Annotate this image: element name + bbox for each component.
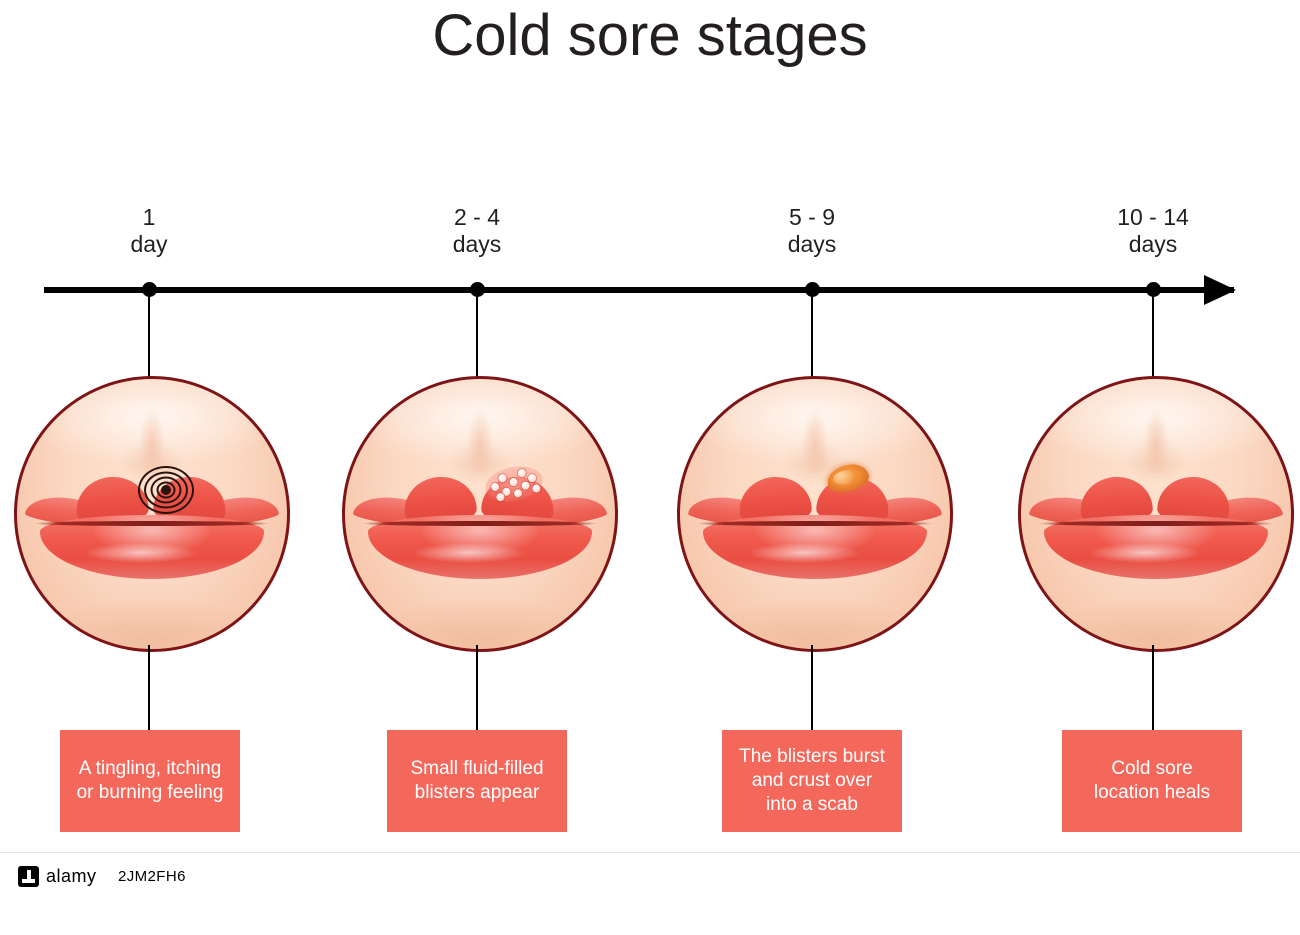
philtrum-4 xyxy=(1143,407,1169,473)
lip-highlight-4 xyxy=(1090,543,1200,563)
stage-caption-line-2-2: blisters appear xyxy=(414,782,540,803)
timeline-dot-2 xyxy=(470,282,485,297)
lip-line-2 xyxy=(362,521,598,526)
lip-highlight-1 xyxy=(86,543,196,563)
stage-connector-top-1 xyxy=(148,290,150,378)
stage-connector-top-3 xyxy=(811,290,813,378)
stage-caption-1: A tingling, itching or burning feeling xyxy=(60,730,240,832)
philtrum-1 xyxy=(139,407,165,473)
stage-day-unit-2: days xyxy=(452,231,502,257)
philtrum-3 xyxy=(802,407,828,473)
stage-day-unit-1: day xyxy=(130,231,168,257)
tingling-spot-icon xyxy=(138,463,194,517)
stage-caption-line-3-1: The blisters burst xyxy=(739,746,885,767)
stage-illustration-4 xyxy=(1018,376,1294,652)
stage-connector-bottom-1 xyxy=(148,645,150,730)
timeline-arrow-head xyxy=(1204,275,1236,305)
lips-1 xyxy=(24,471,280,583)
timeline-axis xyxy=(44,287,1234,293)
stage-connector-bottom-2 xyxy=(476,645,478,730)
lips-4 xyxy=(1028,471,1284,583)
stage-caption-3: The blisters burst and crust over into a… xyxy=(722,730,902,832)
lips-3 xyxy=(687,471,943,583)
alamy-logo: alamy xyxy=(18,866,97,887)
stage-caption-line-4-2: location heals xyxy=(1093,782,1211,803)
timeline-dot-4 xyxy=(1146,282,1161,297)
stage-label-4: 10 - 14 days xyxy=(1053,204,1253,258)
stage-label-1: 1 day xyxy=(49,204,249,258)
lip-line-1 xyxy=(34,521,270,526)
stage-connector-top-2 xyxy=(476,290,478,378)
stage-caption-line-1-2: or burning feeling xyxy=(76,782,224,803)
stage-label-2: 2 - 4 days xyxy=(377,204,577,258)
stage-day-number-4: 10 - 14 xyxy=(1117,204,1189,230)
lip-highlight-2 xyxy=(414,543,524,563)
alamy-image-id: 2JM2FH6 xyxy=(118,868,186,885)
lips-2 xyxy=(352,471,608,583)
stage-connector-bottom-3 xyxy=(811,645,813,730)
lip-highlight-3 xyxy=(749,543,859,563)
stage-caption-line-3-3: into a scab xyxy=(766,794,858,815)
lip-line-3 xyxy=(697,521,933,526)
timeline-dot-3 xyxy=(805,282,820,297)
stage-day-number-1: 1 xyxy=(142,204,156,230)
stage-caption-line-3-2: and crust over xyxy=(751,770,873,791)
stage-caption-line-4-1: Cold sore xyxy=(1111,758,1193,779)
stage-caption-line-2-1: Small fluid-filled xyxy=(410,758,544,779)
lip-line-4 xyxy=(1038,521,1274,526)
stage-day-number-2: 2 - 4 xyxy=(453,204,501,230)
stage-day-number-3: 5 - 9 xyxy=(788,204,836,230)
stage-label-3: 5 - 9 days xyxy=(712,204,912,258)
stage-caption-line-1-1: A tingling, itching xyxy=(78,758,222,779)
stage-illustration-2 xyxy=(342,376,618,652)
stage-day-unit-4: days xyxy=(1128,231,1178,257)
footer-bar xyxy=(0,852,1300,935)
stage-caption-2: Small fluid-filled blisters appear xyxy=(387,730,567,832)
stage-connector-bottom-4 xyxy=(1152,645,1154,730)
philtrum-2 xyxy=(467,407,493,473)
stage-illustration-1 xyxy=(14,376,290,652)
stage-caption-4: Cold sore location heals xyxy=(1062,730,1242,832)
alamy-brand-text: alamy xyxy=(46,866,97,886)
stage-day-unit-3: days xyxy=(787,231,837,257)
page-title: Cold sore stages xyxy=(432,3,868,68)
timeline-dot-1 xyxy=(142,282,157,297)
stage-illustration-3 xyxy=(677,376,953,652)
alamy-mark-icon xyxy=(18,866,39,887)
stage-connector-top-4 xyxy=(1152,290,1154,378)
